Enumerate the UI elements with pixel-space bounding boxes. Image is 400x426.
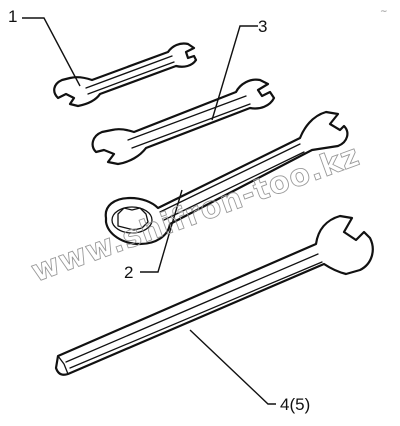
corner-mark: ~ [380, 7, 388, 17]
leader-line-2 [140, 189, 183, 273]
leader-line-1 [22, 17, 81, 87]
callout-label-1: 1 [8, 7, 17, 26]
leader-line-3 [211, 25, 258, 121]
callout-label-3: 3 [258, 17, 267, 36]
wrench-4-large-single-open-end [54, 214, 374, 376]
leader-lines [22, 17, 276, 405]
wrench-2-combination [104, 110, 349, 246]
wrench-3-medium-double-open-end [91, 78, 276, 166]
wrench-1-small-double-open-end [53, 42, 198, 108]
watermark: www.shifron-too.kz [27, 138, 365, 289]
callout-label-4: 4(5) [280, 395, 310, 414]
callout-label-2: 2 [124, 263, 133, 282]
leader-line-4 [189, 329, 276, 405]
